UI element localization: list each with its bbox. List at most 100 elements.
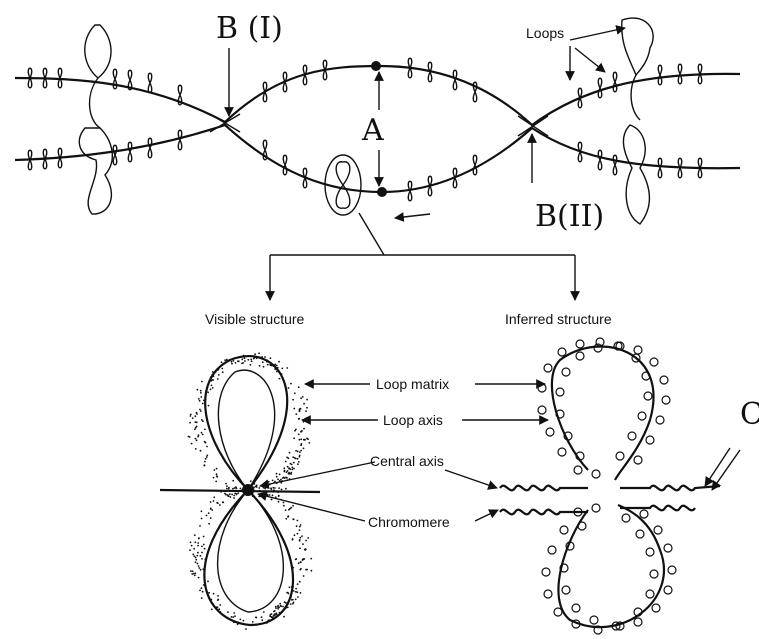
stipple-dot bbox=[282, 605, 284, 608]
label-loop-axis: Loop axis bbox=[383, 412, 443, 428]
stipple-dot bbox=[227, 487, 230, 490]
stipple-dot bbox=[283, 467, 286, 470]
stipple-dot bbox=[197, 542, 200, 544]
stipple-dot bbox=[195, 558, 198, 561]
stipple-dot bbox=[199, 410, 202, 412]
stipple-dot bbox=[228, 493, 231, 495]
matrix-bead bbox=[643, 391, 653, 401]
stipple-dot bbox=[204, 457, 207, 460]
stipple-dot bbox=[300, 449, 302, 452]
stipple-dot bbox=[224, 359, 227, 362]
matrix-bead bbox=[593, 343, 603, 353]
stipple-dot bbox=[289, 462, 292, 465]
stipple-dot bbox=[223, 490, 226, 493]
stipple-dot bbox=[299, 524, 302, 526]
lateral-loop bbox=[127, 69, 133, 91]
matrix-bead bbox=[589, 615, 599, 625]
stipple-dot bbox=[303, 558, 306, 560]
stipple-dot bbox=[212, 500, 215, 502]
stipple-dot bbox=[229, 496, 232, 498]
stipple-dot bbox=[280, 478, 282, 481]
stipple-dot bbox=[277, 500, 280, 503]
lateral-loop bbox=[147, 72, 153, 94]
stipple-dot bbox=[298, 454, 301, 457]
stipple-dot bbox=[231, 362, 233, 365]
lateral-loop bbox=[577, 141, 583, 163]
stipple-dot bbox=[246, 490, 249, 492]
stipple-dot bbox=[208, 591, 211, 594]
stipple-dot bbox=[274, 368, 277, 371]
stipple-dot bbox=[299, 407, 302, 410]
lateral-loop bbox=[612, 71, 618, 93]
stipple-dot bbox=[297, 461, 300, 463]
stipple-dot bbox=[258, 352, 260, 355]
stipple-dot bbox=[193, 534, 196, 536]
stipple-dot bbox=[194, 421, 197, 424]
stipple-dot bbox=[212, 476, 215, 479]
stipple-dot bbox=[306, 398, 308, 401]
stipple-dot bbox=[194, 541, 197, 544]
stipple-dot bbox=[300, 438, 303, 441]
stipple-dot bbox=[258, 364, 261, 367]
stipple-dot bbox=[212, 603, 215, 606]
lateral-loop bbox=[282, 154, 288, 176]
stipple-dot bbox=[286, 465, 289, 468]
stipple-dot bbox=[290, 595, 292, 598]
stipple-dot bbox=[261, 619, 264, 622]
stipple-dot bbox=[232, 359, 235, 362]
stipple-dot bbox=[286, 367, 289, 369]
stipple-dot bbox=[283, 601, 286, 603]
stipple-dot bbox=[297, 433, 300, 436]
stipple-dot bbox=[233, 612, 236, 614]
stipple-dot bbox=[310, 569, 313, 572]
stipple-dot bbox=[245, 628, 247, 630]
stipple-dot bbox=[216, 475, 219, 478]
matrix-bead bbox=[555, 409, 565, 419]
stipple-dot bbox=[204, 441, 207, 444]
stipple-dot bbox=[197, 435, 200, 438]
lateral-loop bbox=[677, 157, 683, 179]
stipple-dot bbox=[190, 544, 193, 547]
matrix-bead bbox=[571, 603, 581, 613]
stipple-dot bbox=[268, 494, 271, 496]
stipple-dot bbox=[220, 491, 223, 493]
stipple-dot bbox=[227, 611, 229, 613]
stipple-dot bbox=[285, 471, 288, 473]
stipple-dot bbox=[249, 363, 252, 366]
stipple-dot bbox=[289, 603, 292, 605]
stipple-dot bbox=[193, 547, 196, 550]
stipple-dot bbox=[255, 486, 258, 488]
stipple-dot bbox=[299, 547, 301, 550]
stipple-dot bbox=[270, 488, 273, 491]
stipple-dot bbox=[199, 389, 202, 392]
stipple-dot bbox=[226, 360, 228, 362]
stipple-dot bbox=[243, 357, 246, 360]
stipple-dot bbox=[292, 461, 295, 464]
stipple-dot bbox=[282, 501, 285, 504]
stipple-dot bbox=[211, 373, 214, 376]
stipple-dot bbox=[200, 597, 203, 599]
stipple-dot bbox=[252, 488, 255, 490]
stipple-dot bbox=[242, 354, 245, 357]
stipple-dot bbox=[225, 487, 228, 490]
stipple-dot bbox=[271, 479, 274, 482]
stipple-dot bbox=[284, 460, 287, 463]
chiasma-2 bbox=[517, 115, 549, 137]
matrix-bead bbox=[557, 447, 567, 457]
stipple-dot bbox=[299, 536, 302, 539]
stipple-dot bbox=[194, 415, 197, 418]
stipple-dot bbox=[267, 480, 270, 483]
stipple-dot bbox=[194, 556, 197, 559]
stipple-dot bbox=[215, 473, 218, 476]
stipple-dot bbox=[290, 473, 293, 475]
stipple-dot bbox=[249, 490, 252, 492]
stipple-dot bbox=[275, 364, 278, 367]
stipple-dot bbox=[215, 467, 218, 470]
stipple-dot bbox=[283, 504, 285, 507]
lateral-loop bbox=[577, 87, 583, 109]
inferred-structure-drawing bbox=[499, 337, 721, 635]
lateral-loop bbox=[262, 139, 268, 161]
stipple-dot bbox=[235, 493, 238, 496]
stipple-dot bbox=[202, 568, 205, 571]
stipple-dot bbox=[197, 544, 199, 547]
